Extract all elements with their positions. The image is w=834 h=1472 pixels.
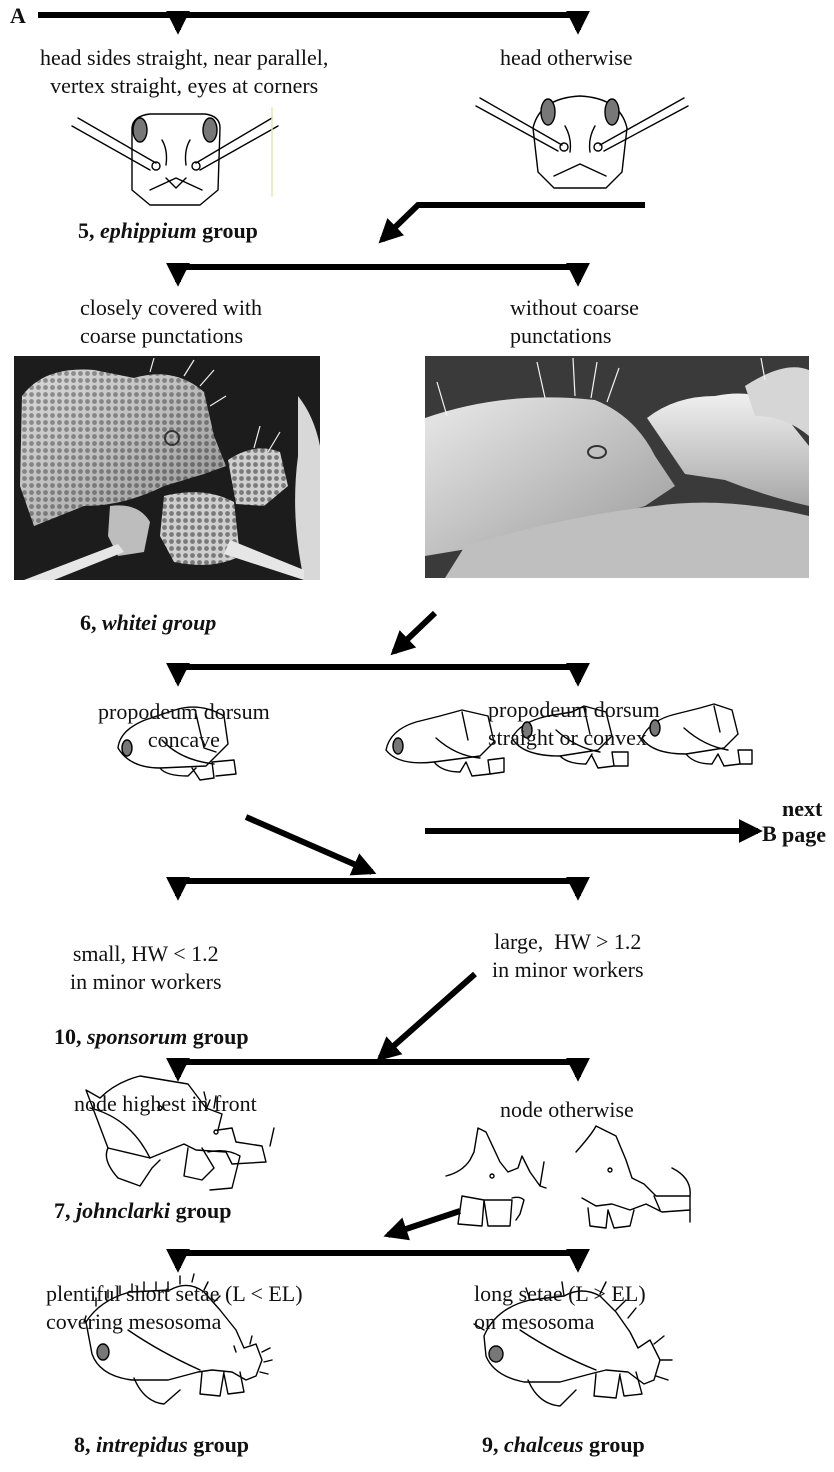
criterion-small-hw: small, HW < 1.2 in minor workers: [70, 940, 222, 996]
criterion-propodeum-concave: propodeum dorsum concave: [98, 698, 270, 754]
group-number: 9,: [482, 1432, 499, 1457]
result-group-10: 10, sponsorum group: [54, 1024, 249, 1050]
end-marker: B: [762, 820, 777, 848]
node-drawing-otherwise-2: [576, 1126, 690, 1228]
group-number: 7,: [54, 1198, 71, 1223]
sem-photo-coarse-graphic: [14, 356, 320, 580]
criterion-head-straight: head sides straight, near parallel, vert…: [40, 44, 328, 100]
criterion-propodeum-straight: propodeum dorsum straight or convex: [488, 696, 660, 752]
group-suffix: group: [176, 1198, 232, 1223]
group-suffix: group: [589, 1432, 645, 1457]
group-name: whitei group: [102, 610, 216, 635]
result-group-6: 6, whitei group: [80, 610, 216, 636]
group-name: intrepidus: [96, 1432, 188, 1457]
group-number: 5,: [78, 218, 95, 243]
sem-photo-coarse-punctations: [14, 356, 320, 580]
head-drawing-otherwise: [476, 96, 688, 188]
group-suffix: group: [202, 218, 258, 243]
criterion-short-setae: plentiful short setae (L < EL) covering …: [46, 1280, 303, 1336]
criterion-coarse-punctations: closely covered with coarse punctations: [80, 294, 262, 350]
result-group-9: 9, chalceus group: [482, 1432, 645, 1458]
result-group-8: 8, intrepidus group: [74, 1432, 249, 1458]
criterion-long-setae: long setae (L > EL) on mesosoma: [474, 1280, 646, 1336]
sem-photo-smooth-graphic: [425, 356, 809, 578]
head-drawing-straight: [72, 108, 278, 205]
sem-photo-no-punctations: [425, 356, 809, 578]
group-number: 8,: [74, 1432, 91, 1457]
group-number: 10,: [54, 1024, 82, 1049]
node-drawing-otherwise-1: [446, 1128, 546, 1226]
group-name: chalceus: [504, 1432, 583, 1457]
next-page-label: next page: [782, 796, 826, 848]
result-group-5: 5, ephippium group: [78, 218, 258, 244]
criterion-no-coarse-punctations: without coarse punctations: [510, 294, 639, 350]
criterion-node-front: node highest in front: [74, 1090, 257, 1118]
group-name: ephippium: [100, 218, 197, 243]
mesosoma-drawing-straight-1: [386, 710, 504, 776]
group-suffix: group: [193, 1432, 249, 1457]
criterion-large-hw: large, HW > 1.2 in minor workers: [492, 928, 644, 984]
result-group-7: 7, johnclarki group: [54, 1198, 231, 1224]
group-name: sponsorum: [87, 1024, 187, 1049]
criterion-head-otherwise: head otherwise: [500, 44, 633, 72]
start-marker: A: [10, 2, 26, 30]
group-number: 6,: [80, 610, 97, 635]
criterion-node-otherwise: node otherwise: [500, 1096, 634, 1124]
group-name: johnclarki: [76, 1198, 170, 1223]
group-suffix: group: [193, 1024, 249, 1049]
